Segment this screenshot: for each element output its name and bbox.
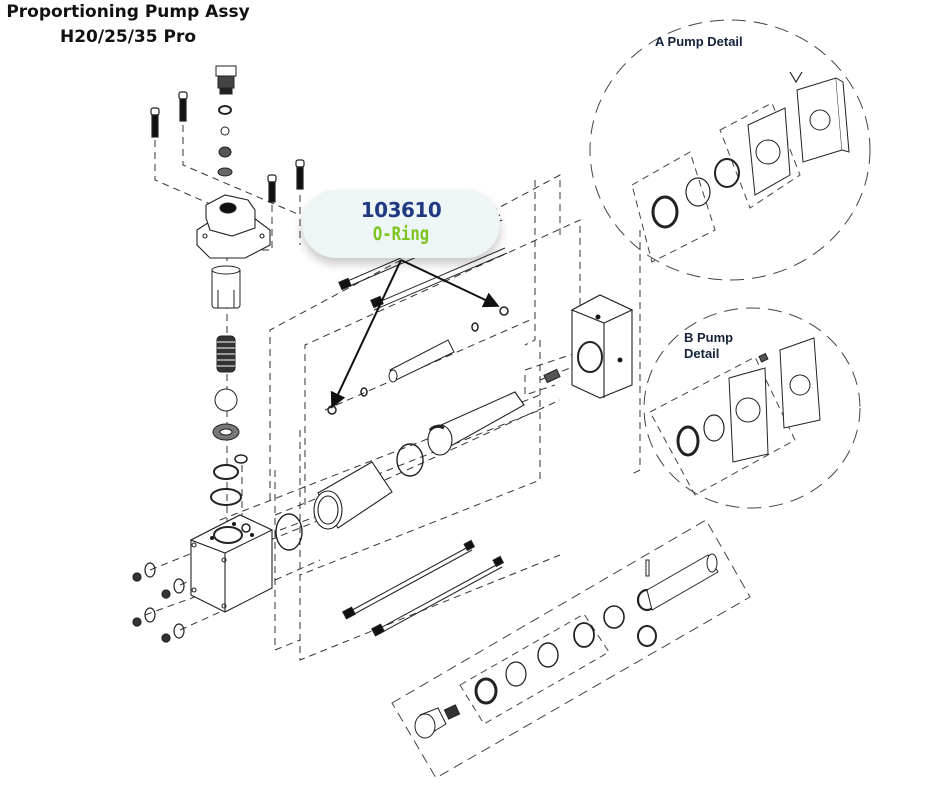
a-pump-detail (589, 19, 871, 281)
bushing (703, 414, 725, 442)
cap-screw (267, 174, 277, 203)
throat-seal (573, 622, 595, 648)
cap-screw (150, 107, 160, 138)
nuts-and-washers (132, 562, 185, 643)
page-title-line-1: Proportioning Pump Assy (6, 2, 250, 22)
cap-screw (295, 159, 305, 190)
ball-seat (212, 423, 240, 441)
tie-rods-lower (342, 539, 505, 637)
cap-screw (178, 91, 188, 122)
o-ring (603, 605, 625, 629)
spring (216, 335, 236, 373)
b-pump-detail-label: B Pump Detail (684, 330, 733, 362)
end-plate (779, 337, 821, 429)
page-title-line-2: H20/25/35 Pro (59, 27, 197, 47)
relief-plug (215, 65, 237, 95)
gland (537, 642, 559, 668)
pump-block (189, 514, 274, 613)
b-pump-detail (643, 307, 861, 509)
o-ring (471, 322, 479, 332)
outlet-manifold (570, 294, 634, 399)
bushing (685, 177, 711, 207)
b-pump-detail-label-line-1: B Pump (684, 330, 734, 345)
check-ball (214, 388, 238, 412)
a-pump-detail-label: A Pump Detail (655, 34, 743, 49)
washer (217, 167, 233, 177)
o-ring (360, 387, 368, 397)
check-valve-cage (211, 265, 241, 309)
ball (220, 126, 230, 136)
displacement-rod (646, 554, 719, 611)
o-ring-large (210, 488, 242, 506)
displacement-rod-assembly (391, 519, 751, 779)
piston-rod (388, 339, 455, 383)
o-ring-lower (637, 625, 657, 647)
fitting (543, 368, 561, 384)
seat-gasket (213, 464, 239, 480)
gasket-plate (747, 107, 791, 196)
callout-part-number: 103610 (360, 198, 442, 222)
seal-ring (218, 105, 232, 115)
bearing (505, 661, 527, 687)
o-ring-target-right (499, 306, 509, 316)
cap-screws (150, 91, 305, 203)
o-ring-target-left (327, 405, 337, 415)
seal (474, 677, 498, 705)
end-plate (796, 77, 843, 163)
o-ring-block (275, 513, 303, 551)
gland (714, 158, 740, 188)
seat (218, 146, 232, 158)
callout-part-name: O-Ring (372, 223, 430, 245)
seal (651, 195, 679, 229)
b-pump-detail-label-line-2: Detail (684, 346, 720, 361)
part-callout: 103610 O-Ring (302, 190, 500, 258)
arrow-to-left-o-ring (330, 259, 402, 409)
o-ring-small (234, 454, 248, 464)
piston (427, 391, 525, 456)
arrow-to-right-o-ring (400, 259, 500, 308)
callout-arrows (330, 259, 500, 409)
cylinder (313, 461, 393, 530)
seal (676, 425, 700, 457)
pin (645, 559, 650, 577)
gasket-plate (728, 367, 769, 463)
valve-housing (196, 194, 271, 259)
o-ring-cylinder (396, 443, 424, 477)
